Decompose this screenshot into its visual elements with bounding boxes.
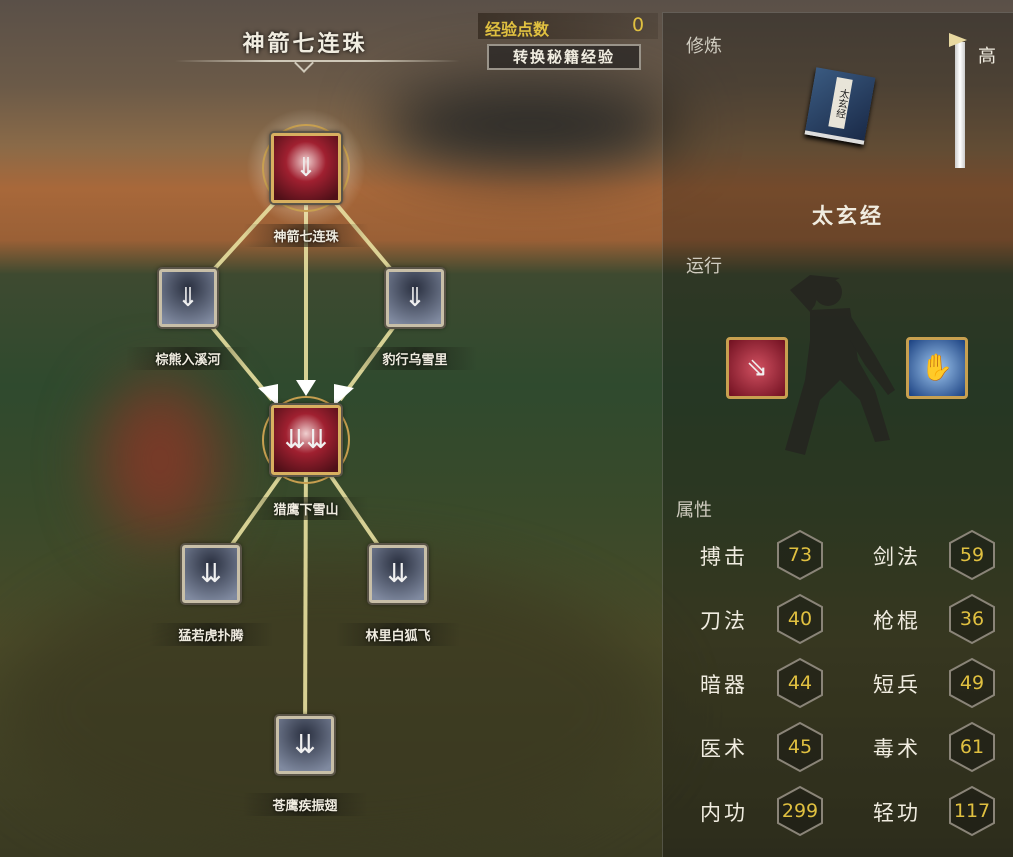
convert-exp-button[interactable]: 转换秘籍经验 <box>487 44 641 70</box>
palm-icon: ✋ <box>920 353 954 383</box>
stat-value: 36 <box>959 608 985 630</box>
skill-node-center[interactable]: ⇊⇊ <box>271 405 341 475</box>
stat-value-badge: 117 <box>947 785 997 837</box>
stat-value: 117 <box>953 800 991 822</box>
book-cover-text: 太玄经 <box>828 77 853 130</box>
arrow-down-icon <box>296 380 316 396</box>
skill-node[interactable]: ⇊ <box>369 545 427 603</box>
stat-name: 轻功 <box>873 801 921 825</box>
stat-value-badge: 73 <box>775 529 825 581</box>
skill-node[interactable]: ⇊ <box>276 716 334 774</box>
node-label: 神箭七连珠 <box>243 224 369 247</box>
skill-node[interactable]: ⇓ <box>386 269 444 327</box>
background <box>380 80 680 170</box>
stat-value: 299 <box>781 800 819 822</box>
stat-value-badge: 36 <box>947 593 997 645</box>
background-figure <box>100 380 220 540</box>
triple-arrow-icon: ⇘ <box>746 353 768 383</box>
multi-arrow-icon: ⇊⇊ <box>284 425 328 455</box>
node-ring <box>262 124 350 212</box>
title-divider <box>175 60 460 62</box>
arrow-down-icon <box>258 384 278 406</box>
stat-name: 刀法 <box>700 609 748 633</box>
book-name: 太玄经 <box>812 204 884 228</box>
stat-value-badge: 59 <box>947 529 997 581</box>
stat-value: 59 <box>959 544 985 566</box>
stat-value: 61 <box>959 736 985 758</box>
character-silhouette <box>785 275 895 455</box>
arrow-burst-icon: ⇓ <box>404 283 426 313</box>
cultivate-heading: 修炼 <box>686 36 722 57</box>
skill-tree-title: 神箭七连珠 <box>242 32 368 57</box>
stat-name: 内功 <box>700 801 748 825</box>
stat-name: 暗器 <box>700 673 748 697</box>
arrow-down-icon <box>334 384 354 406</box>
stat-value-badge: 61 <box>947 721 997 773</box>
arrow-burst-icon: ⇓ <box>177 283 199 313</box>
stat-value: 45 <box>787 736 813 758</box>
attributes-heading: 属性 <box>676 500 712 521</box>
node-label: 苍鹰疾振翅 <box>242 793 368 816</box>
slider-knob[interactable] <box>949 33 967 47</box>
stat-name: 剑法 <box>873 545 921 569</box>
run-skill-slot-2[interactable]: ✋ <box>906 337 968 399</box>
stat-value-badge: 49 <box>947 657 997 709</box>
node-label: 林里白狐飞 <box>335 623 461 646</box>
connector <box>303 439 308 746</box>
stat-value-badge: 40 <box>775 593 825 645</box>
stat-value: 73 <box>787 544 813 566</box>
skill-node[interactable]: ⇓ <box>159 269 217 327</box>
exp-bar <box>478 13 658 39</box>
stat-name: 搏击 <box>700 545 748 569</box>
arrow-burst-icon: ⇓ <box>295 153 317 183</box>
stat-name: 枪棍 <box>873 609 921 633</box>
node-label: 猛若虎扑腾 <box>148 623 274 646</box>
stat-name: 医术 <box>700 737 748 761</box>
run-heading: 运行 <box>686 256 722 277</box>
side-panel <box>662 12 1013 857</box>
stat-value-badge: 299 <box>775 785 825 837</box>
multi-arrow-icon: ⇊ <box>200 559 222 589</box>
stat-name: 短兵 <box>873 673 921 697</box>
node-label: 棕熊入溪河 <box>125 347 251 370</box>
book-icon[interactable]: 太玄经 <box>804 67 876 145</box>
stat-name: 毒术 <box>873 737 921 761</box>
skill-node-root[interactable]: ⇓ <box>271 133 341 203</box>
exp-value: 0 <box>632 14 645 36</box>
arrowheads <box>258 380 354 406</box>
node-label: 豹行乌雪里 <box>352 347 478 370</box>
skill-node[interactable]: ⇊ <box>182 545 240 603</box>
run-skill-slot-1[interactable]: ⇘ <box>726 337 788 399</box>
stat-value: 40 <box>787 608 813 630</box>
stat-value-badge: 44 <box>775 657 825 709</box>
multi-arrow-icon: ⇊ <box>387 559 409 589</box>
level-slider[interactable] <box>955 42 965 168</box>
stat-value: 49 <box>959 672 985 694</box>
node-ring <box>262 396 350 484</box>
level-high-label: 高 <box>978 46 996 67</box>
stat-value: 44 <box>787 672 813 694</box>
stat-value-badge: 45 <box>775 721 825 773</box>
node-label: 猎鹰下雪山 <box>243 497 369 520</box>
exp-label: 经验点数 <box>485 20 550 39</box>
multi-arrow-icon: ⇊ <box>294 730 316 760</box>
